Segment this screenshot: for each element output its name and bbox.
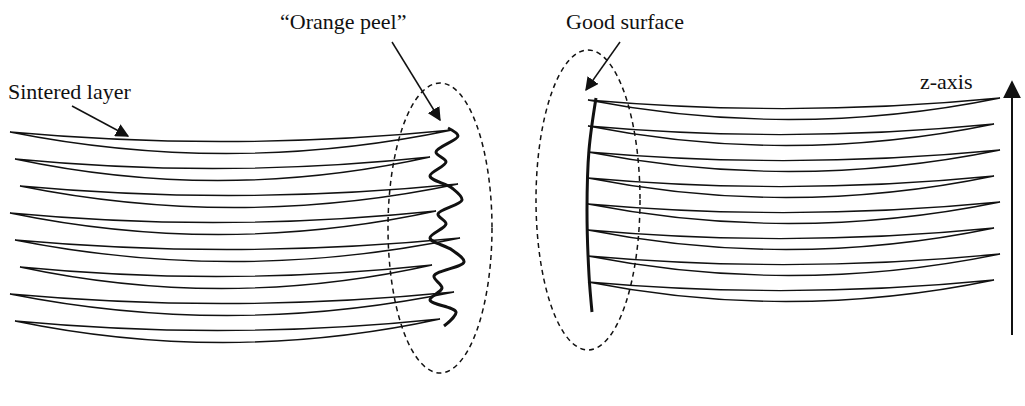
- orange-peel-edge: [430, 128, 464, 326]
- good-surface-edge: [587, 98, 596, 312]
- leader-arrow: [586, 42, 620, 90]
- sintered-layer: [15, 319, 440, 343]
- sintered-layer: [15, 238, 460, 262]
- dashed-ellipse: [388, 83, 492, 373]
- sintered-layer: [588, 202, 1000, 224]
- right-layer-stack: [587, 98, 1000, 312]
- sintered-layer: [588, 176, 994, 198]
- sintered-layer: [15, 157, 430, 181]
- axis-label: z-axis: [920, 70, 973, 94]
- leader-arrow: [72, 106, 128, 136]
- sintered-layer: [588, 124, 994, 146]
- z-axis-arrow: [1011, 82, 1013, 335]
- sintered-layer: [10, 211, 436, 235]
- sintered-layer: [588, 280, 994, 302]
- good-surface-label: Good surface: [566, 10, 684, 34]
- orange-peel-label: “Orange peel”: [280, 10, 406, 34]
- layer-label: Sintered layer: [8, 80, 131, 104]
- sintered-layer: [10, 292, 454, 316]
- sintered-layer: [10, 130, 452, 154]
- sintered-layer: [20, 184, 458, 208]
- left-layer-stack: [10, 128, 464, 343]
- sintered-layer: [588, 228, 994, 250]
- sintered-layer: [588, 98, 1000, 120]
- sintered-layer: [20, 265, 432, 289]
- leader-arrow: [392, 42, 440, 120]
- sintered-layer: [588, 254, 1000, 276]
- sintered-layer: [588, 150, 1000, 172]
- dashed-ellipse: [536, 50, 640, 350]
